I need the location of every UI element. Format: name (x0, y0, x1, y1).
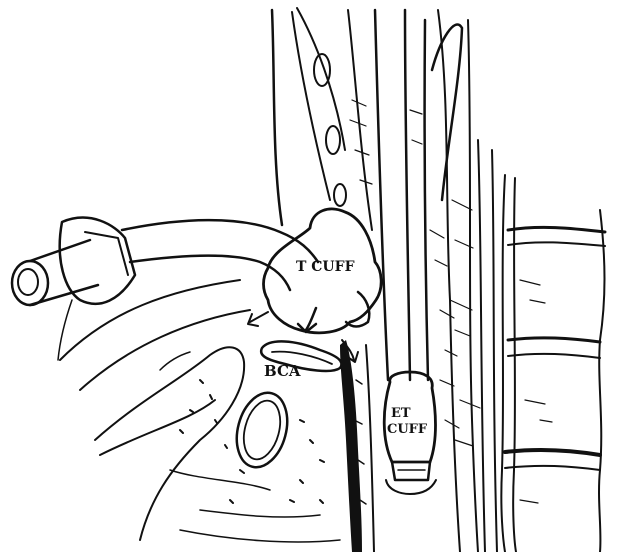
trachea (272, 8, 478, 552)
vertebral-column (501, 175, 605, 552)
et-cuff-label-line2: CUFF (387, 422, 428, 437)
bca-label: BCA (264, 362, 301, 380)
anterior-tissue (60, 280, 374, 552)
t-cuff-label: T CUFF (296, 259, 355, 275)
et-cuff-label-line1: ET (391, 406, 411, 421)
tracheostomy-tube (12, 218, 318, 360)
